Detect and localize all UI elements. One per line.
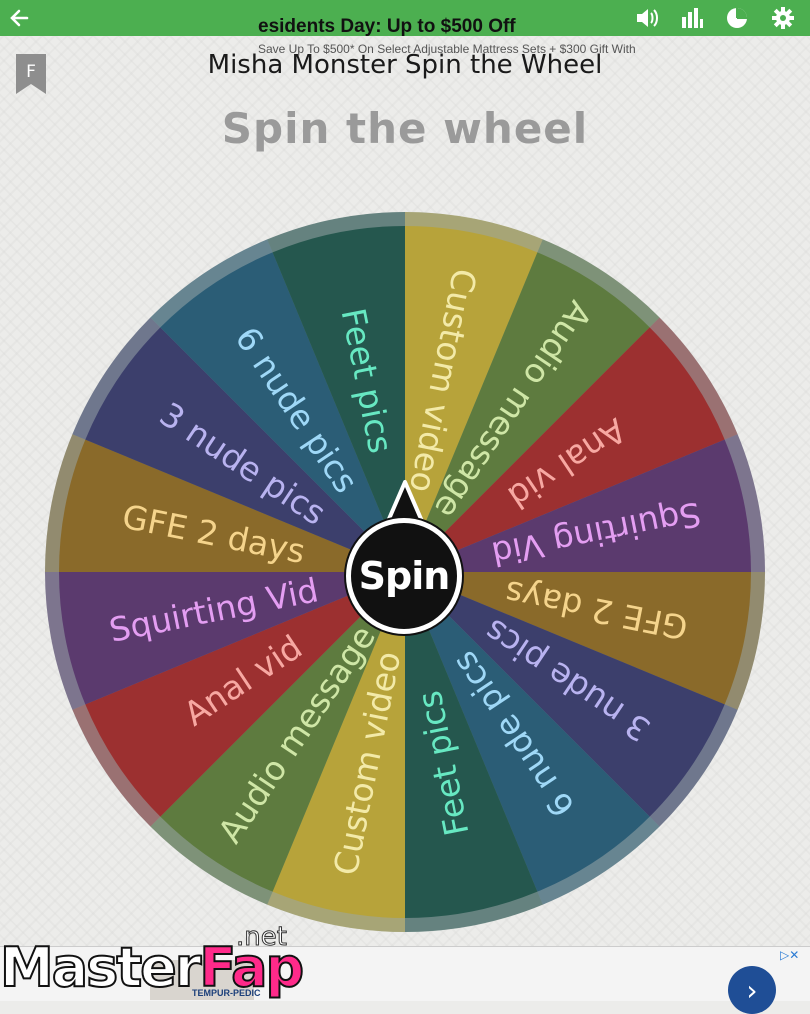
volume-icon[interactable]	[634, 0, 662, 36]
wheel-segment[interactable]	[59, 572, 405, 705]
wheel-segment[interactable]	[405, 572, 725, 817]
wheel-segment[interactable]	[59, 439, 405, 572]
watermark: MasterFap	[0, 935, 305, 1000]
ad-banner[interactable]	[0, 946, 810, 1001]
wheel-segment[interactable]	[160, 572, 405, 892]
wheel-segment[interactable]	[405, 226, 538, 572]
top-app-bar	[0, 0, 810, 36]
wheel-segment[interactable]	[272, 226, 405, 572]
wheel-segment[interactable]	[405, 439, 751, 572]
wheel-segment[interactable]	[405, 572, 650, 892]
ad-info-icon[interactable]: ▷✕	[780, 948, 800, 962]
wheel-segment[interactable]	[272, 572, 405, 918]
ad-title[interactable]: esidents Day: Up to $500 Off	[258, 16, 516, 37]
ad-brand: TEMPUR-PEDIC	[192, 988, 261, 998]
chevron-right-icon[interactable]: ›	[728, 966, 776, 1014]
wheel-segment[interactable]	[85, 572, 406, 817]
pie-chart-icon[interactable]	[724, 0, 750, 36]
gear-icon[interactable]	[770, 0, 796, 36]
wheel-segment[interactable]	[160, 252, 405, 572]
watermark-part1: Master	[0, 935, 202, 1000]
bookmark-icon[interactable]: F	[16, 54, 46, 94]
bar-chart-icon[interactable]	[680, 0, 704, 36]
wheel-segment[interactable]	[405, 572, 538, 918]
wheel-heading: Spin the wheel	[221, 104, 589, 153]
page-title: Misha Monster Spin the Wheel	[207, 50, 603, 80]
wheel-segment[interactable]	[405, 252, 650, 572]
svg-text:F: F	[26, 62, 36, 82]
watermark-part2: Fap	[198, 935, 305, 1000]
spin-button[interactable]: Spin	[346, 518, 462, 634]
wheel-segment[interactable]	[405, 327, 725, 572]
wheel-segment[interactable]	[85, 327, 406, 572]
wheel-segment[interactable]	[405, 572, 751, 705]
ad-image[interactable]	[150, 960, 254, 1000]
back-arrow-icon[interactable]	[8, 0, 30, 36]
watermark-suffix: .net	[236, 922, 288, 953]
ad-subtitle[interactable]: Save Up To $500* On Select Adjustable Ma…	[258, 42, 636, 56]
